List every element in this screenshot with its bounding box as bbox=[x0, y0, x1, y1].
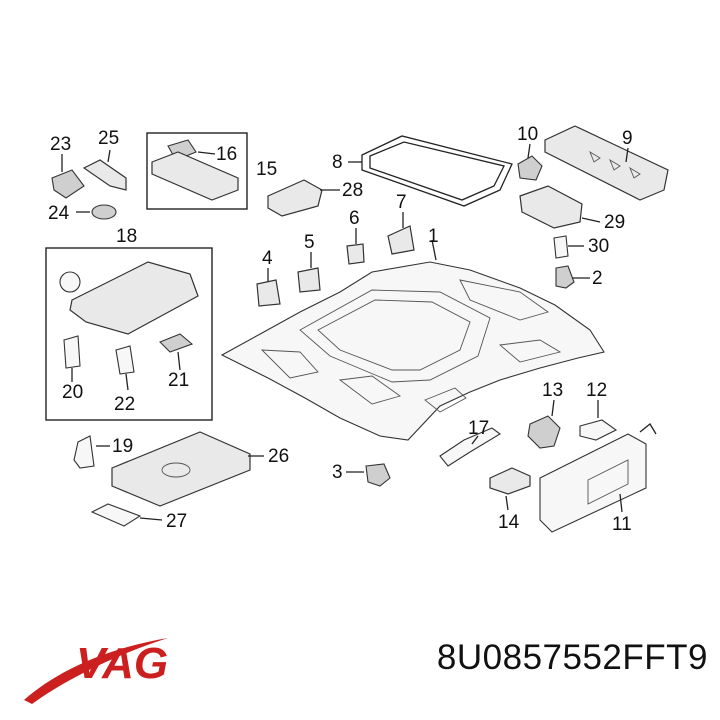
cap-part-22 bbox=[115, 345, 135, 375]
lamp-part-28 bbox=[267, 179, 323, 217]
part-number: 8U0857552FFT9 bbox=[436, 638, 708, 677]
lamp-part-15 bbox=[151, 151, 239, 201]
callout-23: 23 bbox=[50, 134, 71, 155]
block-part-4 bbox=[256, 279, 281, 307]
console-part-26 bbox=[111, 431, 251, 507]
clip-part-19 bbox=[73, 435, 95, 469]
callout-26: 26 bbox=[268, 446, 289, 467]
callout-2: 2 bbox=[592, 268, 603, 289]
pad-part-20 bbox=[63, 335, 81, 369]
clip-part-10 bbox=[517, 155, 543, 181]
ring-part-18 bbox=[59, 271, 81, 293]
group-box-15 bbox=[146, 132, 248, 210]
callout-27: 27 bbox=[166, 511, 187, 532]
pad-part-27 bbox=[90, 503, 142, 527]
bracket-part-13 bbox=[527, 415, 561, 449]
callout-6: 6 bbox=[349, 208, 360, 229]
callout-19: 19 bbox=[112, 436, 133, 457]
clip-part-2 bbox=[555, 265, 575, 289]
callout-5: 5 bbox=[304, 232, 315, 253]
hook-part-12 bbox=[579, 419, 618, 441]
logo-text: VAG bbox=[76, 639, 168, 688]
logo-swoosh-icon bbox=[24, 638, 168, 704]
leader-lines bbox=[61, 143, 629, 521]
callout-1: 1 bbox=[428, 226, 439, 247]
callout-numbers: 1 2 3 4 5 6 7 8 9 10 11 12 13 14 15 16 1… bbox=[48, 124, 633, 535]
panel-part-9 bbox=[544, 125, 669, 201]
callout-21: 21 bbox=[168, 370, 189, 391]
cap-part-30 bbox=[553, 235, 569, 259]
callout-16: 16 bbox=[216, 144, 237, 165]
bulb-part-21 bbox=[159, 333, 194, 353]
console-part-18 bbox=[69, 261, 199, 335]
callout-4: 4 bbox=[262, 248, 273, 269]
block-part-5 bbox=[297, 267, 321, 293]
vag-logo: VAG bbox=[24, 638, 168, 704]
tray-part-14 bbox=[489, 467, 531, 495]
grab-handle-part-17 bbox=[439, 427, 501, 467]
callout-28: 28 bbox=[342, 180, 363, 201]
callout-20: 20 bbox=[62, 382, 83, 403]
callout-11: 11 bbox=[612, 514, 632, 535]
callout-15: 15 bbox=[256, 159, 277, 180]
seal-part-8 bbox=[361, 135, 513, 207]
clip-part-3 bbox=[365, 463, 391, 487]
bracket-part-25 bbox=[82, 159, 127, 191]
block-part-6 bbox=[346, 243, 365, 265]
callout-9: 9 bbox=[622, 128, 633, 149]
callout-13: 13 bbox=[542, 380, 563, 401]
callout-7: 7 bbox=[396, 192, 407, 213]
callout-8: 8 bbox=[332, 152, 343, 173]
callout-3: 3 bbox=[332, 462, 343, 483]
callout-17: 17 bbox=[468, 418, 489, 439]
group-box-18 bbox=[45, 247, 213, 421]
headliner-part-1 bbox=[220, 261, 605, 441]
callout-24: 24 bbox=[48, 203, 70, 224]
sun-visor-part-11 bbox=[539, 423, 657, 533]
bracket-part-7 bbox=[387, 225, 415, 255]
callout-30: 30 bbox=[588, 236, 609, 257]
lamp-part-29 bbox=[519, 185, 583, 229]
callout-14: 14 bbox=[498, 512, 520, 533]
callout-12: 12 bbox=[586, 380, 607, 401]
callout-10: 10 bbox=[517, 124, 538, 145]
callout-25: 25 bbox=[98, 128, 119, 149]
callout-29: 29 bbox=[604, 212, 625, 233]
socket-part-24 bbox=[91, 204, 117, 220]
callout-22: 22 bbox=[114, 394, 135, 415]
callout-18: 18 bbox=[116, 226, 137, 247]
switch-part-23 bbox=[51, 169, 85, 199]
